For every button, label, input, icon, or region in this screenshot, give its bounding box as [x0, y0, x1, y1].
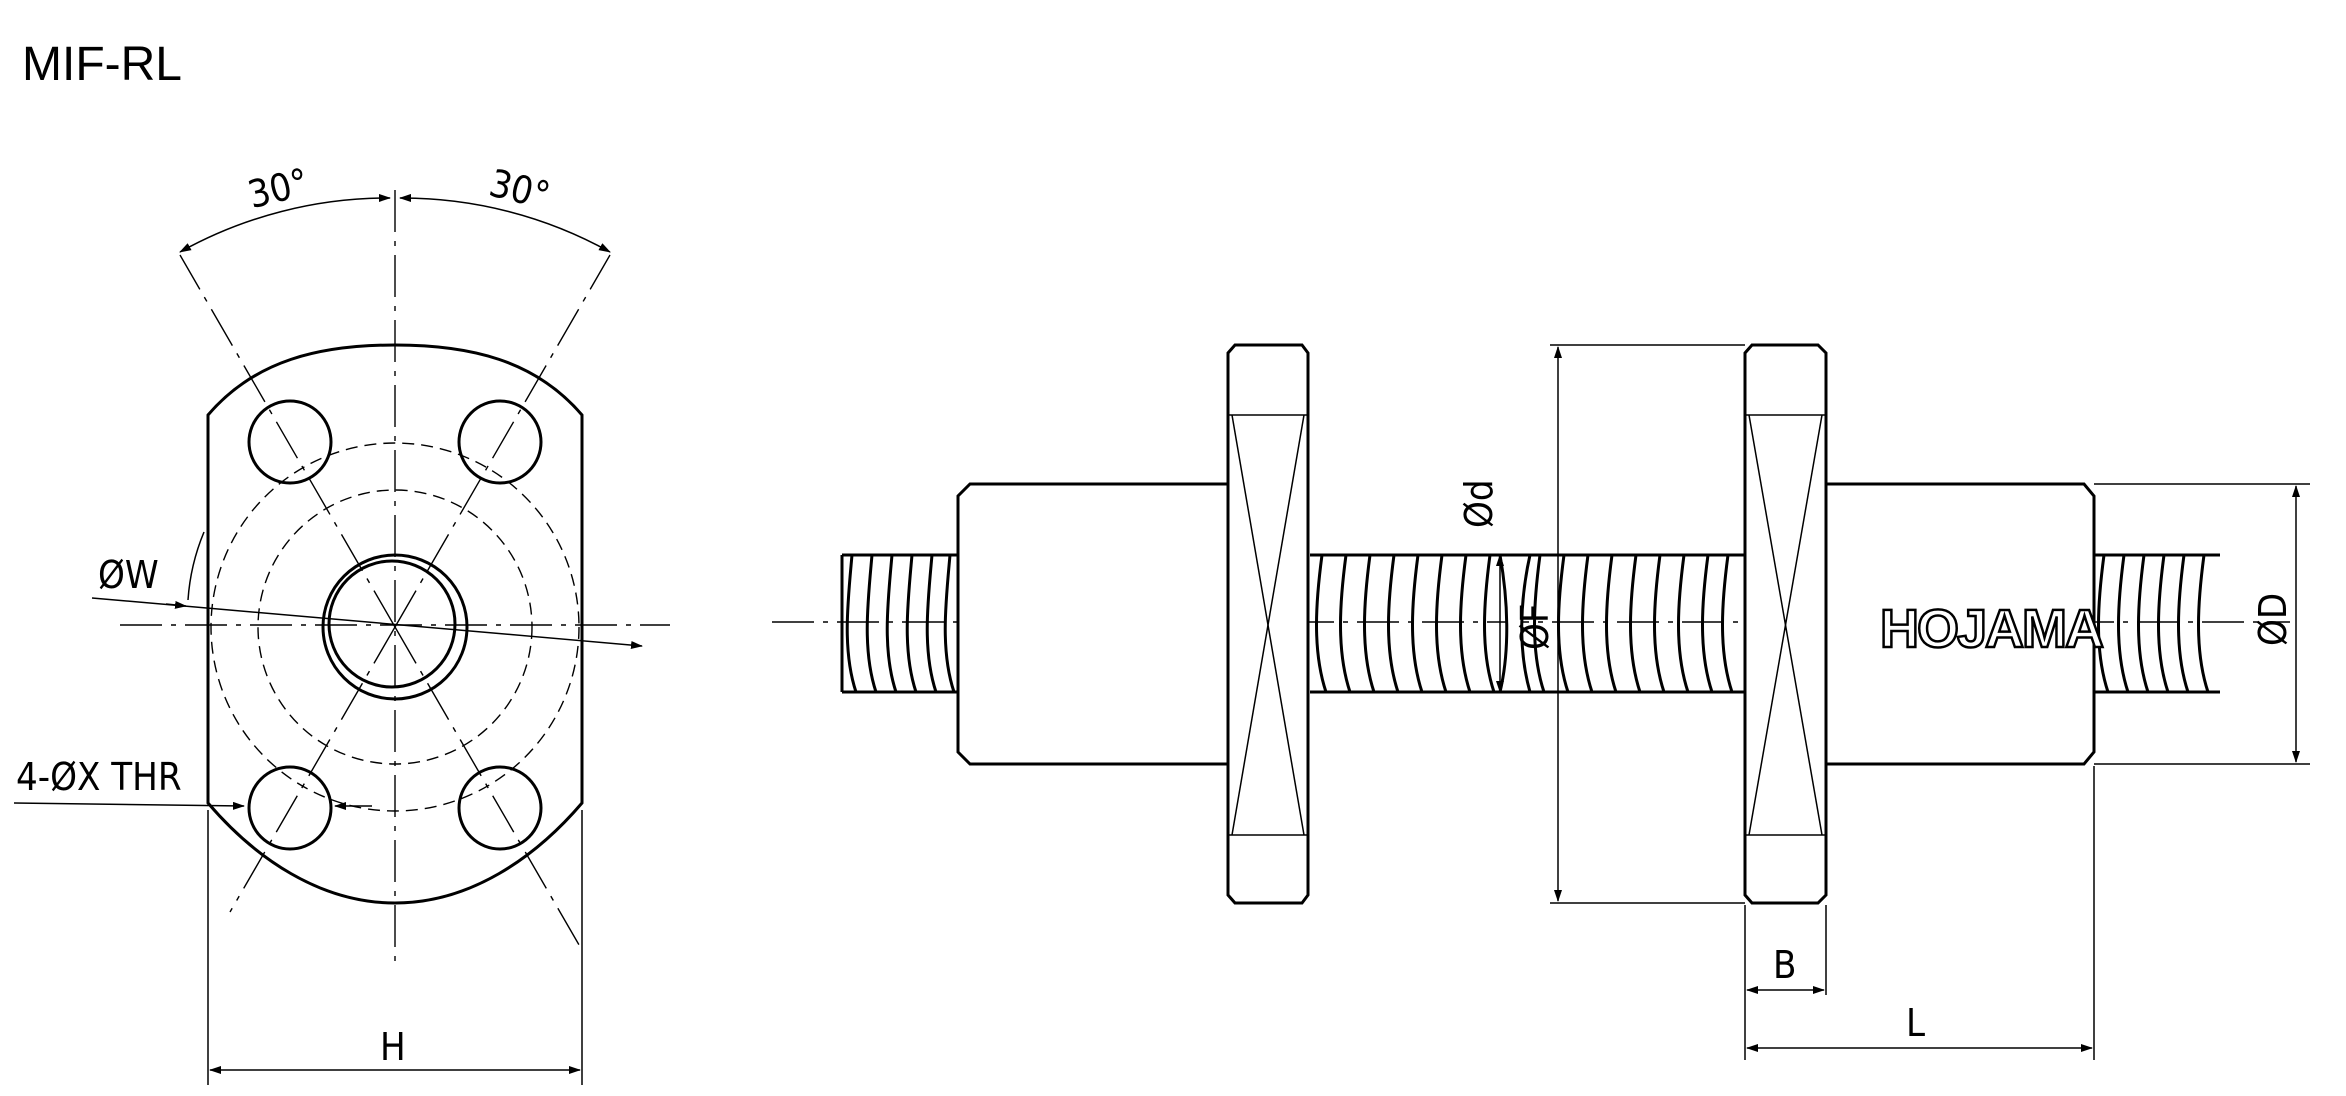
flange-left [1226, 343, 1310, 905]
radial-line-bottom-left [229, 626, 396, 913]
w-label: ØW [98, 553, 159, 597]
nut-body-left [956, 482, 1230, 766]
thread-label: 4-ØX THR [16, 755, 182, 799]
bore-inner [327, 559, 457, 689]
b-label: B [1773, 943, 1796, 987]
bolt-hole-bottom-left [247, 765, 333, 851]
brand-logo: HOJAMA [1880, 599, 2103, 659]
angle-arc-left [179, 193, 391, 253]
f-label: ØF [1513, 603, 1557, 650]
angle-label-left: 30° [244, 160, 313, 217]
angle-label-right: 30° [485, 161, 554, 218]
front-view: 30° 30° ØW 4-ØX THR H [13, 160, 670, 1085]
radial-line-right [394, 254, 611, 628]
screw-segment-right [2094, 553, 2220, 694]
radial-line-left [179, 254, 396, 628]
d-label: Ød [1457, 479, 1501, 528]
w-extension-arc [187, 531, 205, 601]
page-title: MIF-RL [22, 38, 182, 91]
l-label: L [1906, 1001, 1925, 1045]
thread-break [1498, 553, 1532, 694]
screw-segment-left [840, 553, 958, 694]
bolt-hole-top-right [457, 399, 543, 485]
bolt-hole-top-left [247, 399, 333, 485]
h-label: H [380, 1025, 406, 1069]
flange-outline [206, 343, 584, 905]
thread-leader [13, 801, 245, 810]
angle-arc-right [399, 193, 611, 253]
radial-line-bottom-right [394, 626, 583, 951]
side-view: HOJAMA Ød ØF ØD B L [772, 343, 2310, 1060]
flange-right [1743, 343, 1828, 905]
bolt-hole-bottom-right [457, 765, 543, 851]
w-arrow-left [165, 600, 187, 609]
bigd-label: ØD [2251, 593, 2295, 646]
